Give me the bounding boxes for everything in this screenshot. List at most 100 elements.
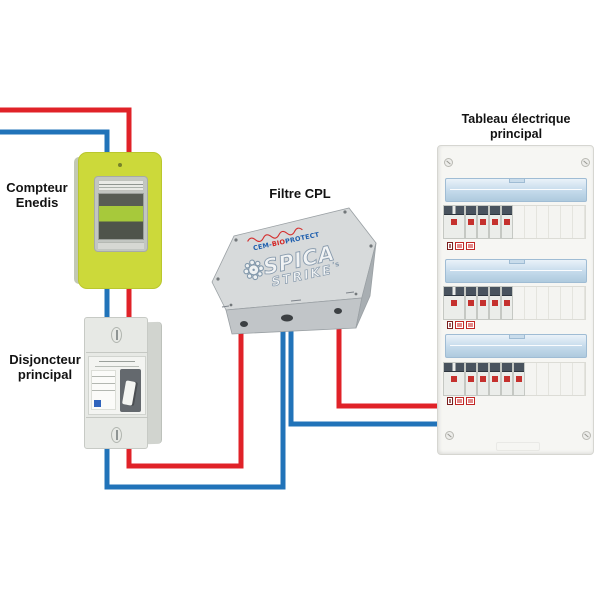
warning-sticker <box>447 242 453 250</box>
live-wire-filter-panel <box>336 312 440 409</box>
disjoncteur-label: Disjoncteur principal <box>3 352 87 382</box>
circuit-breaker <box>501 205 513 239</box>
breaker-body <box>84 317 148 449</box>
panel-screw <box>444 158 453 167</box>
circuit-breaker <box>465 205 477 239</box>
warning-sticker <box>447 397 453 405</box>
breaker-lever <box>121 380 137 406</box>
breaker-brand-mark <box>99 361 135 362</box>
blank-module <box>549 363 561 395</box>
differential-breaker <box>443 362 465 396</box>
neutral-wire-meter-breaker-filter <box>0 129 286 490</box>
breaker-groove <box>86 352 148 353</box>
distribution-panel <box>437 145 594 455</box>
gear-flower-icon <box>243 259 264 281</box>
circuit-labels-row3 <box>447 397 475 406</box>
terminal-screw-bottom <box>111 427 122 443</box>
circuit-breaker <box>489 286 501 320</box>
breaker-label-plate <box>91 370 116 410</box>
breaker-block <box>443 286 513 320</box>
neutral-wire-filter-panel <box>288 312 440 427</box>
circuit-breaker <box>477 205 489 239</box>
breaker-lever-slot <box>120 369 141 412</box>
blank-module <box>561 287 573 319</box>
warning-sticker <box>455 397 464 405</box>
terminal-screw-top <box>111 327 122 343</box>
live-wire-meter-breaker-filter <box>0 107 244 469</box>
compteur-label: Compteur Enedis <box>2 180 72 210</box>
warning-sticker <box>466 397 475 405</box>
blank-module <box>573 363 585 395</box>
circuit-breaker <box>489 362 501 396</box>
filtre-label-text: Filtre CPL <box>269 186 331 201</box>
meter-display-buttons <box>98 242 144 249</box>
filter-lid-screws <box>216 210 373 307</box>
cable-trunking-row1 <box>445 178 587 202</box>
filter-port-markings <box>221 291 355 308</box>
circuit-breaker <box>477 286 489 320</box>
main-breaker <box>84 315 164 451</box>
breaker-row-2 <box>443 286 590 320</box>
tableau-label-line2: principal <box>489 127 543 141</box>
breaker-row-3 <box>443 362 590 396</box>
meter-display <box>94 176 148 252</box>
blank-module <box>525 363 537 395</box>
warning-sticker <box>455 242 464 250</box>
breaker-blue-tag <box>94 400 101 407</box>
circuit-breaker <box>465 286 477 320</box>
breaker-front-module <box>88 356 146 415</box>
circuit-breaker <box>501 362 513 396</box>
panel-brand-emboss <box>496 442 540 451</box>
blank-module <box>537 206 549 238</box>
cable-gland-middle <box>281 314 293 322</box>
differential-breaker <box>443 205 465 239</box>
breaker-groove <box>86 417 148 418</box>
brand-part1: CEM- <box>252 241 273 253</box>
circuit-labels-row2 <box>447 321 475 330</box>
breaker-rating-mark <box>95 366 139 367</box>
warning-sticker <box>466 242 475 250</box>
meter-screen <box>98 193 144 240</box>
blank-module <box>513 287 525 319</box>
tableau-label-line1: Tableau électrique <box>461 112 571 126</box>
blank-module <box>549 287 561 319</box>
panel-screw <box>445 431 454 440</box>
breaker-row-1 <box>443 205 590 239</box>
warning-sticker <box>455 321 464 329</box>
compteur-label-line1: Compteur <box>6 180 68 195</box>
blank-module <box>549 206 561 238</box>
breaker-block <box>443 205 513 239</box>
blank-module <box>525 206 537 238</box>
circuit-labels-row1 <box>447 242 475 251</box>
panel-screw <box>582 431 591 440</box>
circuit-breaker <box>501 286 513 320</box>
blank-module <box>573 206 585 238</box>
tableau-label: Tableau électrique principal <box>438 112 594 142</box>
cable-trunking-row3 <box>445 334 587 358</box>
linky-meter <box>74 152 162 289</box>
blank-module <box>573 287 585 319</box>
cable-gland-left <box>240 321 248 327</box>
filter-side-face <box>355 242 377 329</box>
differential-breaker <box>443 286 465 320</box>
cable-gland-right <box>334 308 342 314</box>
cable-trunking-row2 <box>445 259 587 283</box>
circuit-breaker <box>477 362 489 396</box>
blank-module <box>513 206 525 238</box>
compteur-label-line2: Enedis <box>15 195 59 210</box>
blank-module <box>561 363 573 395</box>
blank-module-covers <box>513 286 586 320</box>
breaker-block <box>443 362 525 396</box>
breaker-side-face <box>146 321 162 445</box>
brand-part2: BIO <box>271 238 286 249</box>
logo-scribble <box>247 227 303 243</box>
blank-module <box>561 206 573 238</box>
warning-sticker <box>466 321 475 329</box>
circuit-breaker <box>465 362 477 396</box>
circuit-breaker <box>489 205 501 239</box>
disjoncteur-label-line1: Disjoncteur <box>9 352 81 367</box>
filtre-label: Filtre CPL <box>255 186 345 201</box>
warning-sticker <box>447 321 453 329</box>
